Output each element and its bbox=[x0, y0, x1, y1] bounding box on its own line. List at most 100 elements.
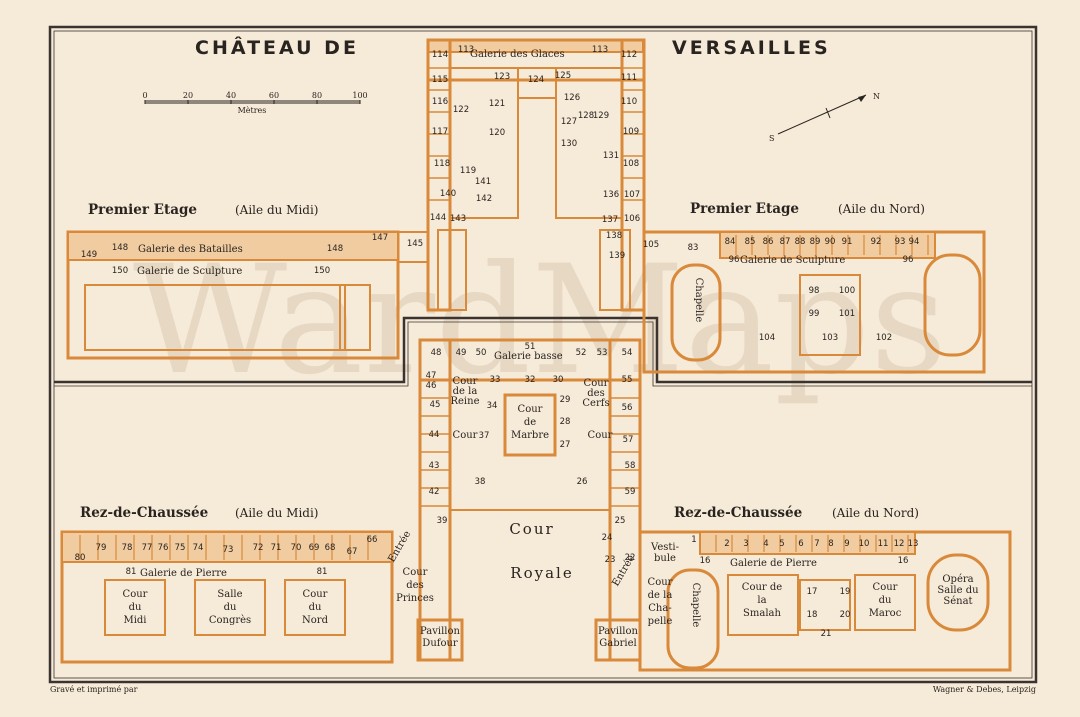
room-number: 90 bbox=[825, 237, 836, 247]
room-number: 96 bbox=[729, 255, 740, 265]
label-maroc-line: Cour bbox=[873, 582, 898, 593]
central-rooms-mid bbox=[517, 67, 557, 99]
opera-upper-shape bbox=[923, 253, 982, 357]
room-number: 24 bbox=[602, 533, 613, 543]
section-ground-south-name: Rez-de-Chaussée bbox=[80, 505, 208, 521]
label-maroc-line: du bbox=[879, 595, 892, 606]
label-pavillon_gabriel-line: Gabriel bbox=[599, 638, 636, 649]
central-rooms-west bbox=[449, 67, 519, 219]
room-number: 11 bbox=[878, 539, 889, 549]
room-number: 46 bbox=[426, 381, 437, 391]
room-number: 103 bbox=[822, 333, 838, 343]
room-number: 33 bbox=[490, 375, 501, 385]
scale-tick-label: 100 bbox=[352, 91, 367, 100]
label-pavillon_dufour-line: Dufour bbox=[422, 638, 458, 649]
cour-smalah-wall bbox=[727, 574, 799, 636]
room-number: 20 bbox=[840, 610, 851, 620]
room-number: 12 bbox=[894, 539, 905, 549]
room-number: 128 bbox=[578, 111, 594, 121]
label-midi-line: Midi bbox=[123, 615, 146, 626]
room-number: 21 bbox=[821, 629, 832, 639]
room-number: 114 bbox=[432, 50, 448, 60]
section-ground-south-wing: (Aile du Midi) bbox=[235, 506, 319, 520]
label-cerfs-line: des bbox=[587, 388, 604, 399]
label-nord-line: Cour bbox=[303, 589, 328, 600]
room-number: 80 bbox=[75, 553, 86, 563]
cour-du-nord-wall bbox=[284, 579, 346, 636]
room-number: 18 bbox=[807, 610, 818, 620]
room-number: 30 bbox=[553, 375, 564, 385]
label-nord-line: Nord bbox=[302, 615, 329, 626]
room-number: 53 bbox=[597, 348, 608, 358]
room-number: 27 bbox=[560, 440, 571, 450]
section-first-south-name: Premier Etage bbox=[88, 202, 197, 218]
label-princes-line: des bbox=[406, 580, 423, 591]
scale-tick-label: 0 bbox=[142, 91, 147, 100]
room-number: 102 bbox=[876, 333, 892, 343]
room-number: 122 bbox=[453, 105, 469, 115]
rooms-17-20 bbox=[799, 579, 851, 631]
room-number: 4 bbox=[763, 539, 768, 549]
cour-du-midi-wall bbox=[104, 579, 166, 636]
room-number: 147 bbox=[372, 233, 388, 243]
room-number: 49 bbox=[456, 348, 467, 358]
label-chapelle_court-line: de la bbox=[648, 590, 673, 601]
room-number: 101 bbox=[839, 309, 855, 319]
label-princes-line: Princes bbox=[396, 593, 434, 604]
label-maroc-line: Maroc bbox=[869, 608, 902, 619]
footer-left: Gravé et imprimé par bbox=[50, 685, 138, 694]
room-number: 57 bbox=[623, 435, 634, 445]
room-number: 75 bbox=[175, 543, 186, 553]
label-smalah-line: la bbox=[757, 595, 766, 606]
building-walls bbox=[60, 38, 1012, 672]
room-number: 140 bbox=[440, 189, 456, 199]
south-pierre-gallery bbox=[61, 531, 393, 563]
room-number: 107 bbox=[624, 190, 640, 200]
room-number: 66 bbox=[367, 535, 378, 545]
section-first-north-wing: (Aile du Nord) bbox=[838, 202, 925, 216]
room-number: 48 bbox=[431, 348, 442, 358]
cour-de-marbre-wall bbox=[503, 393, 557, 457]
room-number: 9 bbox=[844, 539, 849, 549]
room-number: 96 bbox=[903, 255, 914, 265]
label-pavillon_gabriel-line: Pavillon bbox=[598, 626, 639, 637]
room-number: 150 bbox=[112, 266, 128, 276]
room-number: 100 bbox=[839, 286, 855, 296]
room-number: 7 bbox=[814, 539, 819, 549]
label-reine-line: Cour bbox=[453, 376, 478, 387]
section-first-south-wing: (Aile du Midi) bbox=[235, 203, 319, 217]
room-number: 126 bbox=[564, 93, 580, 103]
room-number: 16 bbox=[898, 556, 909, 566]
room-number: 139 bbox=[609, 251, 625, 261]
footer-right: Wagner & Debes, Leipzig bbox=[933, 685, 1036, 694]
room-number: 59 bbox=[625, 487, 636, 497]
label-cour_small_b: Cour bbox=[588, 430, 613, 441]
room-number: 137 bbox=[602, 215, 618, 225]
cour-maroc-wall bbox=[854, 574, 916, 631]
room-number: 120 bbox=[489, 128, 505, 138]
room-number: 148 bbox=[112, 243, 128, 253]
label-smalah-line: Cour de bbox=[742, 582, 782, 593]
room-number: 91 bbox=[842, 237, 853, 247]
label-cour_small_a-line: Cour bbox=[453, 430, 478, 441]
room-number: 43 bbox=[429, 461, 440, 471]
north-gallery-wall bbox=[719, 231, 936, 259]
map-frame-inner bbox=[53, 30, 1033, 679]
galerie-batailles-wall bbox=[67, 231, 399, 261]
room-number: 37 bbox=[479, 431, 490, 441]
room-number: 115 bbox=[432, 75, 448, 85]
room-number: 129 bbox=[593, 111, 609, 121]
compass: N S bbox=[769, 92, 880, 143]
floor-divider-inner bbox=[54, 321, 1032, 387]
room-number: 99 bbox=[809, 309, 820, 319]
room-number: 70 bbox=[291, 543, 302, 553]
label-princes-line: Cour bbox=[403, 567, 428, 578]
scale-bar: Mètres bbox=[145, 100, 360, 115]
label-chapelle_court-line: pelle bbox=[648, 616, 673, 627]
section-ground-north-name: Rez-de-Chaussée bbox=[674, 505, 802, 521]
title-right: VERSAILLES bbox=[672, 37, 831, 59]
